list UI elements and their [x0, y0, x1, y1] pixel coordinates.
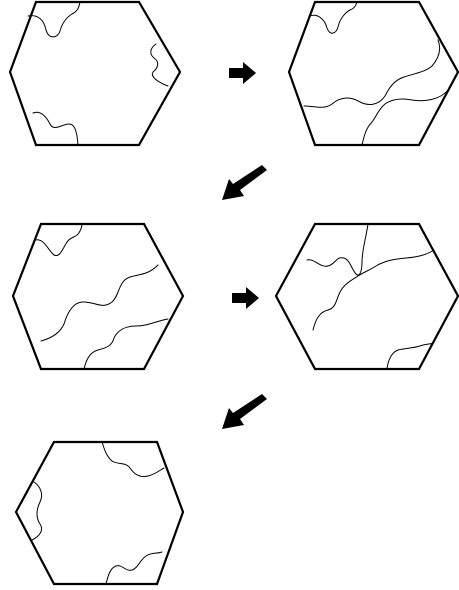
tile-2-curve-top-left [309, 1, 358, 34]
tile-3-curve-lower [83, 318, 169, 370]
tile-4-outline [274, 222, 459, 371]
tile-1-curve-bottom-left [32, 111, 79, 146]
tile-5-curve-left [31, 481, 43, 541]
arrow-down-left-2 [222, 394, 267, 429]
tile-1-outline [8, 0, 182, 147]
tile-4-curve-middle [312, 249, 435, 331]
tile-4 [274, 222, 459, 371]
tile-1-curve-top-left [27, 1, 81, 38]
tile-5-curve-top-right [101, 441, 165, 477]
arrow-right-2 [232, 287, 259, 309]
tile-3-curve-middle [40, 264, 159, 342]
tile-2-curve-lower [361, 89, 449, 146]
tile-4-curve-top-left [306, 223, 369, 276]
tile-1-curve-right [150, 43, 169, 87]
arrow-right-1 [229, 62, 256, 84]
tile-2 [287, 0, 459, 147]
tile-5-outline [14, 440, 185, 586]
tile-5 [14, 440, 185, 586]
tile-1 [8, 0, 182, 147]
tile-4-curve-bottom-right [386, 341, 435, 370]
tile-2-outline [287, 0, 459, 147]
tile-5-curve-bottom-right [105, 551, 163, 585]
tile-3-curve-top-left [34, 223, 83, 257]
tile-3-outline [11, 222, 185, 371]
arrow-down-left-1 [222, 165, 267, 200]
tile-3 [11, 222, 185, 371]
tile-2-curve-horizontal [303, 39, 441, 108]
